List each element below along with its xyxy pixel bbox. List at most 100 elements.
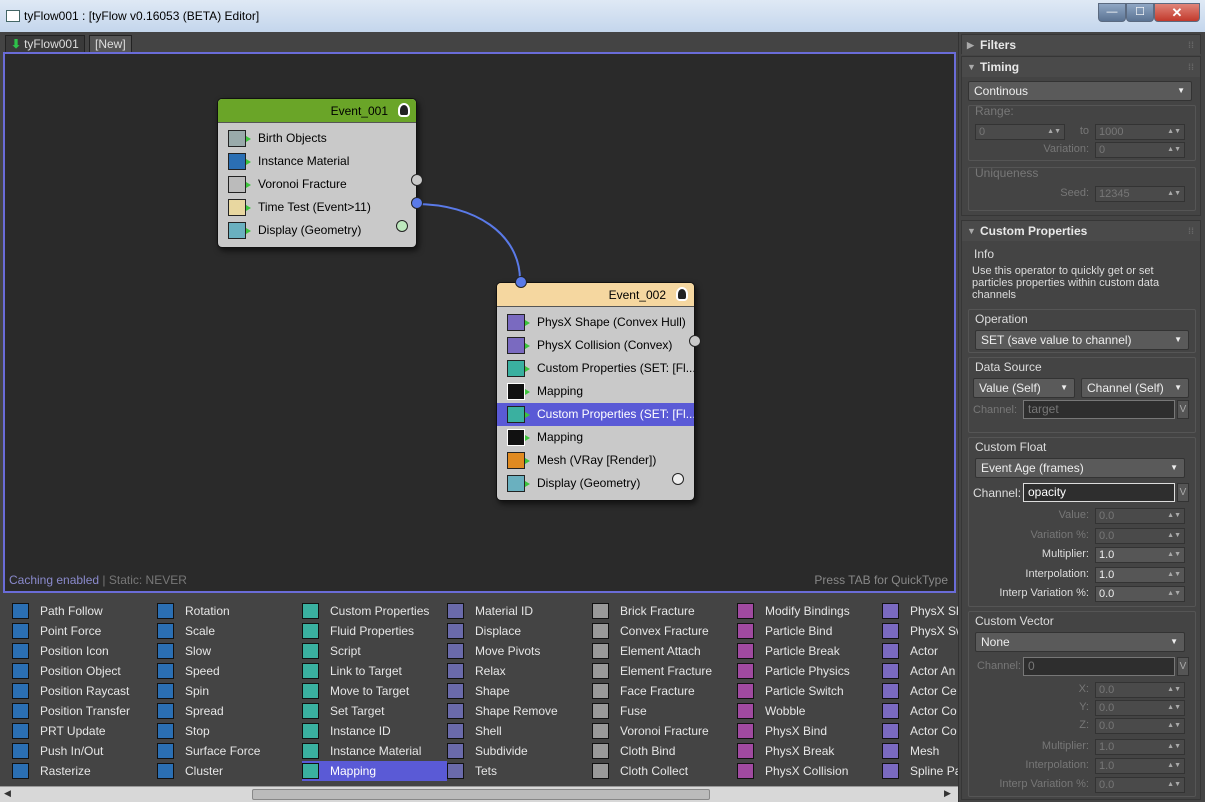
palette-item-fuse[interactable]: Fuse bbox=[592, 701, 737, 721]
minimize-button[interactable]: — bbox=[1098, 3, 1126, 22]
scroll-left-icon[interactable]: ◀ bbox=[4, 788, 11, 798]
palette-item-set-target[interactable]: Set Target bbox=[302, 701, 447, 721]
palette-item-face-fracture[interactable]: Face Fracture bbox=[592, 681, 737, 701]
output-port-voronoi[interactable] bbox=[411, 174, 423, 186]
palette-item-cloth-collect[interactable]: Cloth Collect bbox=[592, 761, 737, 781]
palette-item-mesh[interactable]: Mesh bbox=[882, 741, 958, 761]
vector-channel-input[interactable]: 0 bbox=[1023, 657, 1175, 676]
x-spinner[interactable]: 0.0▲▼ bbox=[1095, 682, 1185, 698]
lightbulb-icon[interactable] bbox=[676, 287, 688, 301]
palette-item-speed[interactable]: Speed bbox=[157, 661, 302, 681]
operation-dropdown[interactable]: SET (save value to channel)▼ bbox=[975, 330, 1189, 350]
palette-item-push-in-out[interactable]: Push In/Out bbox=[12, 741, 157, 761]
rollout-filters[interactable]: ▶Filters⁞⁞ bbox=[961, 34, 1201, 55]
multiplier-spinner[interactable]: 1.0▲▼ bbox=[1095, 547, 1185, 563]
tab-tyflow001[interactable]: ⬇tyFlow001 bbox=[5, 35, 85, 52]
scrollbar-thumb[interactable] bbox=[252, 789, 710, 800]
seed-spinner[interactable]: 12345▲▼ bbox=[1095, 186, 1185, 202]
palette-item-tets[interactable]: Tets bbox=[447, 761, 592, 781]
operator-custom-properties[interactable]: Custom Properties (SET: [Fl... bbox=[497, 357, 694, 380]
vector-interp-variation-spinner[interactable]: 0.0▲▼ bbox=[1095, 777, 1185, 793]
palette-item-physx-sw[interactable]: PhysX Sw bbox=[882, 621, 958, 641]
palette-item-particle-break[interactable]: Particle Break bbox=[737, 641, 882, 661]
palette-item-particle-bind[interactable]: Particle Bind bbox=[737, 621, 882, 641]
float-mode-dropdown[interactable]: Event Age (frames)▼ bbox=[975, 458, 1185, 478]
palette-item-prt-update[interactable]: PRT Update bbox=[12, 721, 157, 741]
event-header[interactable]: Event_002 bbox=[497, 283, 694, 307]
palette-item-subdivide[interactable]: Subdivide bbox=[447, 741, 592, 761]
caching-status[interactable]: Caching enabled bbox=[9, 573, 100, 587]
palette-item-element-fracture[interactable]: Element Fracture bbox=[592, 661, 737, 681]
palette-item-instance-id[interactable]: Instance ID bbox=[302, 721, 447, 741]
palette-item-voronoi-fracture[interactable]: Voronoi Fracture bbox=[592, 721, 737, 741]
channel-v-button[interactable]: V bbox=[1177, 400, 1189, 419]
palette-item-rotation[interactable]: Rotation bbox=[157, 601, 302, 621]
palette-item-instance-material[interactable]: Instance Material bbox=[302, 741, 447, 761]
data-source-channel-input[interactable]: target bbox=[1023, 400, 1175, 419]
palette-item-physx-break[interactable]: PhysX Break bbox=[737, 741, 882, 761]
operator-mesh[interactable]: Mesh (VRay [Render]) bbox=[497, 449, 694, 472]
palette-item-fluid-properties[interactable]: Fluid Properties bbox=[302, 621, 447, 641]
scroll-right-icon[interactable]: ▶ bbox=[944, 788, 951, 798]
palette-item-position-transfer[interactable]: Position Transfer bbox=[12, 701, 157, 721]
palette-item-actor-ce[interactable]: Actor Ce bbox=[882, 681, 958, 701]
event-node-002[interactable]: Event_002 PhysX Shape (Convex Hull) Phys… bbox=[496, 276, 701, 501]
operator-instance-material[interactable]: Instance Material bbox=[218, 150, 416, 173]
palette-item-displace[interactable]: Displace bbox=[447, 621, 592, 641]
custom-properties-header[interactable]: ▼Custom Properties⁞⁞ bbox=[962, 221, 1200, 241]
palette-item-position-object[interactable]: Position Object bbox=[12, 661, 157, 681]
palette-item-shell[interactable]: Shell bbox=[447, 721, 592, 741]
operator-mapping[interactable]: Mapping bbox=[497, 380, 694, 403]
palette-item-wobble[interactable]: Wobble bbox=[737, 701, 882, 721]
output-port-display[interactable] bbox=[672, 473, 684, 485]
palette-item-spread[interactable]: Spread bbox=[157, 701, 302, 721]
palette-item-brick-fracture[interactable]: Brick Fracture bbox=[592, 601, 737, 621]
palette-item-path-follow[interactable]: Path Follow bbox=[12, 601, 157, 621]
operator-physx-collision[interactable]: PhysX Collision (Convex) bbox=[497, 334, 694, 357]
operator-birth-objects[interactable]: Birth Objects bbox=[218, 127, 416, 150]
palette-item-actor-co[interactable]: Actor Co bbox=[882, 721, 958, 741]
y-spinner[interactable]: 0.0▲▼ bbox=[1095, 700, 1185, 716]
palette-item-convex-fracture[interactable]: Convex Fracture bbox=[592, 621, 737, 641]
vector-multiplier-spinner[interactable]: 1.0▲▼ bbox=[1095, 739, 1185, 755]
palette-item-position-raycast[interactable]: Position Raycast bbox=[12, 681, 157, 701]
palette-item-link-to-target[interactable]: Link to Target bbox=[302, 661, 447, 681]
lightbulb-icon[interactable] bbox=[398, 103, 410, 117]
palette-item-mapping[interactable]: Mapping bbox=[302, 761, 447, 781]
palette-item-spin[interactable]: Spin bbox=[157, 681, 302, 701]
palette-item-stop[interactable]: Stop bbox=[157, 721, 302, 741]
timing-header[interactable]: ▼Timing⁞⁞ bbox=[962, 57, 1200, 77]
operator-display[interactable]: Display (Geometry) bbox=[497, 472, 694, 495]
interp-variation-spinner[interactable]: 0.0▲▼ bbox=[1095, 586, 1185, 602]
operator-time-test[interactable]: Time Test (Event>11) bbox=[218, 196, 416, 219]
palette-horizontal-scrollbar[interactable]: ◀ ▶ bbox=[0, 786, 958, 802]
output-port-physx-collision[interactable] bbox=[689, 335, 701, 347]
palette-item-spline-pa[interactable]: Spline Pa bbox=[882, 761, 958, 781]
vector-interpolation-spinner[interactable]: 1.0▲▼ bbox=[1095, 758, 1185, 774]
event-node-001[interactable]: Event_001 Birth Objects Instance Materia… bbox=[217, 98, 423, 248]
value-spinner[interactable]: 0.0▲▼ bbox=[1095, 508, 1185, 524]
palette-item-custom-properties[interactable]: Custom Properties bbox=[302, 601, 447, 621]
operator-voronoi-fracture[interactable]: Voronoi Fracture bbox=[218, 173, 416, 196]
palette-item-shape-remove[interactable]: Shape Remove bbox=[447, 701, 592, 721]
operator-mapping[interactable]: Mapping bbox=[497, 426, 694, 449]
range-from-spinner[interactable]: 0▲▼ bbox=[975, 124, 1065, 140]
vector-mode-dropdown[interactable]: None▼ bbox=[975, 632, 1185, 652]
palette-item-material-id[interactable]: Material ID bbox=[447, 601, 592, 621]
operator-physx-shape[interactable]: PhysX Shape (Convex Hull) bbox=[497, 311, 694, 334]
range-to-spinner[interactable]: 1000▲▼ bbox=[1095, 124, 1185, 140]
operator-custom-properties-selected[interactable]: Custom Properties (SET: [Fl... bbox=[497, 403, 694, 426]
palette-item-slow[interactable]: Slow bbox=[157, 641, 302, 661]
filters-header[interactable]: ▶Filters⁞⁞ bbox=[962, 35, 1200, 55]
variation-spinner[interactable]: 0.0▲▼ bbox=[1095, 528, 1185, 544]
channel-v-button[interactable]: V bbox=[1177, 657, 1189, 676]
maximize-button[interactable]: ☐ bbox=[1126, 3, 1154, 22]
palette-item-relax[interactable]: Relax bbox=[447, 661, 592, 681]
palette-item-move-to-target[interactable]: Move to Target bbox=[302, 681, 447, 701]
palette-item-actor-co[interactable]: Actor Co bbox=[882, 701, 958, 721]
flow-graph-canvas[interactable]: Event_001 Birth Objects Instance Materia… bbox=[3, 52, 956, 593]
palette-item-rasterize[interactable]: Rasterize bbox=[12, 761, 157, 781]
palette-item-particle-switch[interactable]: Particle Switch bbox=[737, 681, 882, 701]
input-port[interactable] bbox=[515, 276, 527, 288]
palette-item-surface-force[interactable]: Surface Force bbox=[157, 741, 302, 761]
